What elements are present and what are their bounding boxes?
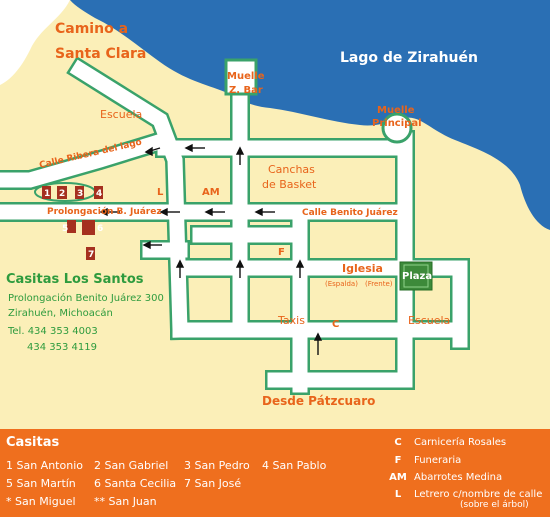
plaza-border bbox=[403, 264, 429, 288]
legend-cabin-4: 4 San Pablo bbox=[262, 459, 327, 472]
plaza-label: Plaza bbox=[402, 271, 432, 282]
business-address1: Prolongación Benito Juárez 300 bbox=[8, 292, 164, 304]
business-name: Casitas Los Santos bbox=[6, 272, 144, 287]
street-juarez-label: Calle Benito Juárez bbox=[302, 208, 398, 218]
streets bbox=[0, 59, 468, 393]
northwest-area bbox=[0, 0, 70, 85]
key-note: (sobre el árbol) bbox=[460, 500, 529, 510]
cabin-5 bbox=[67, 220, 76, 233]
legend-panel: Casitas 1 San Antonio 2 San Gabriel 3 Sa… bbox=[0, 429, 550, 517]
legend-cabin-miguel: * San Miguel bbox=[6, 495, 76, 508]
bar-pier bbox=[224, 58, 258, 96]
cabin-3 bbox=[75, 186, 84, 199]
key-symbol-f: F bbox=[394, 455, 402, 466]
lake-label: Lago de Zirahuén bbox=[340, 50, 478, 66]
key-text-f: Funeraria bbox=[414, 455, 462, 466]
key-row-c: C Carnicería Rosales bbox=[384, 437, 546, 451]
cabin-4 bbox=[94, 186, 103, 199]
cabin-num-1: 1 bbox=[44, 189, 50, 199]
main-pier-line1: Muelle bbox=[377, 105, 415, 116]
road-label-line1: Camino a bbox=[55, 21, 128, 37]
cabin-num-2: 2 bbox=[59, 189, 65, 199]
direction-arrows bbox=[99, 143, 323, 355]
cabin-7 bbox=[86, 247, 95, 260]
business-phone2: 434 353 4119 bbox=[27, 342, 97, 353]
cabin-num-7: 7 bbox=[88, 250, 94, 260]
bar-pier-line1: Muelle bbox=[227, 71, 265, 82]
key-row-l: L Letrero c/nombre de calle bbox=[384, 489, 546, 503]
church-label: Iglesia bbox=[342, 262, 383, 275]
taxis-label: Taxis bbox=[277, 314, 305, 327]
from-patzcuaro-label: Desde Pátzcuaro bbox=[262, 394, 375, 408]
main-pier-line2: Principal bbox=[372, 118, 422, 129]
legend-cabin-3: 3 San Pedro bbox=[184, 459, 250, 472]
key-text-l: Letrero c/nombre de calle bbox=[414, 489, 543, 500]
map-graphic: Camino a Santa Clara Lago de Zirahuén Mu… bbox=[0, 0, 550, 429]
marker-c: C bbox=[332, 319, 339, 330]
cabin-6 bbox=[82, 220, 95, 235]
legend-cabin-1: 1 San Antonio bbox=[6, 459, 83, 472]
church-back-label: (Espalda) bbox=[325, 280, 358, 288]
marker-am: AM bbox=[202, 187, 220, 198]
courts-line1: Canchas bbox=[268, 163, 315, 176]
school-north-label: Escuela bbox=[100, 108, 142, 121]
marker-l: L bbox=[157, 187, 164, 198]
legend-cabin-5: 5 San Martín bbox=[6, 477, 76, 490]
road-label-line2: Santa Clara bbox=[55, 46, 146, 62]
legend-cabin-6: 6 Santa Cecilia bbox=[94, 477, 177, 490]
cabin-num-4: 4 bbox=[96, 189, 102, 199]
legend-cabin-juan: ** San Juan bbox=[94, 495, 157, 508]
marker-f: F bbox=[278, 247, 285, 258]
cabin-num-3: 3 bbox=[77, 189, 83, 199]
business-phone1: Tel. 434 353 4003 bbox=[7, 326, 98, 337]
key-row-f: F Funeraria bbox=[384, 455, 546, 469]
school-south-label: Escuela bbox=[408, 314, 450, 327]
business-address2: Zirahuén, Michoacán bbox=[8, 307, 113, 319]
bar-pier-line2: Z. Bar bbox=[229, 85, 263, 96]
legend-cabin-7: 7 San José bbox=[184, 477, 242, 490]
lake bbox=[70, 0, 550, 230]
key-text-c: Carnicería Rosales bbox=[414, 437, 507, 448]
church-front-label: (Frente) bbox=[365, 280, 393, 288]
key-row-am: AM Abarrotes Medina bbox=[384, 472, 546, 486]
main-pier-head bbox=[381, 112, 413, 144]
cabin-1 bbox=[42, 186, 51, 199]
key-text-am: Abarrotes Medina bbox=[414, 472, 503, 483]
key-symbol-c: C bbox=[394, 437, 402, 448]
courts-line2: de Basket bbox=[262, 178, 317, 191]
cabin-markers bbox=[42, 186, 103, 260]
cabin-numbers: 1 2 3 4 5 6 7 bbox=[44, 189, 103, 260]
key-symbol-am: AM bbox=[389, 472, 407, 483]
cabin-num-6: 6 bbox=[97, 224, 103, 234]
plaza-block bbox=[399, 261, 433, 291]
legend-title: Casitas bbox=[6, 435, 60, 450]
key-symbol-l: L bbox=[394, 489, 402, 500]
legend-cabin-2: 2 San Gabriel bbox=[94, 459, 169, 472]
cabin-2 bbox=[57, 186, 67, 199]
street-prolongacion-label: Prolongación B. Juárez bbox=[47, 206, 162, 217]
cabin-num-5: 5 bbox=[62, 224, 68, 234]
